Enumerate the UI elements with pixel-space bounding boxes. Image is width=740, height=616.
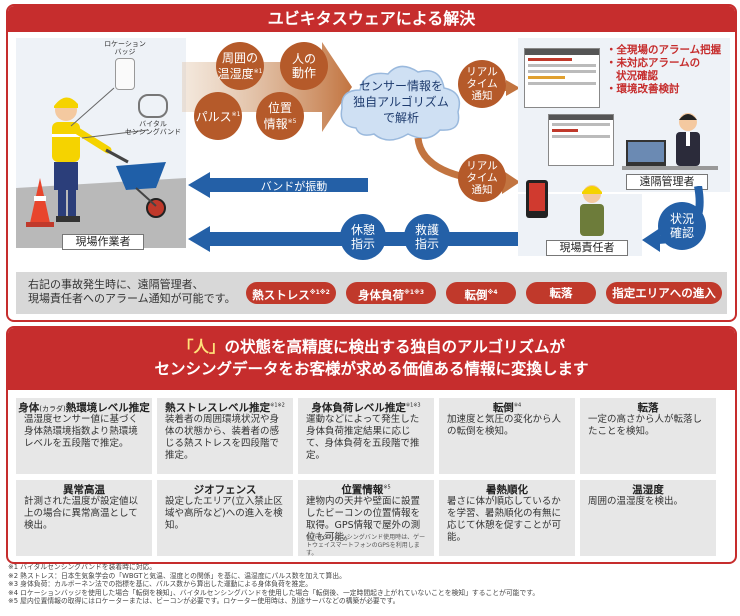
- function-cell-description: 一定の高さから人が転落したことを検知。: [588, 414, 703, 437]
- function-cell-description: 設定したエリア(立入禁止区域や高所など)への進入を検知。: [165, 496, 283, 531]
- function-cell-title: 位置情報※5: [341, 484, 391, 496]
- remote-admin-label: 遠隔管理者: [626, 174, 708, 190]
- smartphone-device: [526, 180, 548, 218]
- analysis-cloud-text: センサー情報を 独自アルゴリズム で解析: [353, 79, 449, 125]
- rest-instruction-circle: 休憩指示: [340, 214, 386, 260]
- pill-fall-down: 転倒※4: [446, 282, 516, 304]
- footnote-4: ※4 ロケーションバッジを使用した場合「転倒を検知」、バイタルセンシングバンドを…: [8, 588, 540, 597]
- location-badge-device: [115, 58, 135, 90]
- field-worker-label: 現場作業者: [62, 234, 144, 250]
- pulse-circle: パルス※1: [194, 92, 242, 140]
- function-cell-description: 温湿度センサー値に基づく身体熱環境指数より熱環境レベルを五段階で推定。: [24, 414, 139, 449]
- function-cell-description: 加速度と気圧の変化から人の転倒を検知。: [447, 414, 562, 437]
- function-cell: ジオフェンス設定したエリア(立入禁止区域や高所など)への進入を検知。: [157, 480, 293, 556]
- vital-band: バイタル センシングバンド: [120, 94, 186, 136]
- location-badge: ロケーション バッジ: [92, 40, 158, 90]
- human-motion-circle: 人の動作: [280, 42, 328, 90]
- site-manager-illustration: [580, 185, 604, 236]
- algorithm-title: 「人」の状態を高精度に検出する独自のアルゴリズムが センシングデータをお客様が求…: [8, 328, 735, 390]
- solution-panel: ユビキタスウェアによる解決: [6, 4, 737, 322]
- function-cell-title: 身体(カラダ)熱環境レベル推定: [18, 402, 150, 414]
- remote-admin-illustration: [622, 113, 718, 170]
- function-cell-description: 計測された温度が設定値以上の場合に異常高温として検出。: [24, 496, 139, 531]
- function-cell: 身体(カラダ)熱環境レベル推定温湿度センサー値に基づく身体熱環境指数より熱環境レ…: [16, 398, 152, 474]
- solution-title: ユビキタスウェアによる解決: [8, 6, 735, 32]
- realtime-notify-admin-circle: リアルタイム通知: [458, 60, 506, 108]
- function-cell: 暑熱順化暑さに体が順応しているかを学習、暑熱順化の有無に応じて休憩を促すことが可…: [439, 480, 575, 556]
- status-check-circle: 状況確認: [658, 202, 706, 250]
- band-vibrate-label: バンドが振動: [260, 180, 328, 193]
- dashboard-screen: [524, 48, 600, 108]
- function-cell: 転落一定の高さから人が転落したことを検知。: [580, 398, 716, 474]
- vital-band-label: バイタル センシングバンド: [124, 120, 182, 136]
- function-cell-description: 装着者の周囲環境状況や身体の状態から、装着者の感じる熱ストレスを四段階で推定。: [165, 414, 280, 461]
- function-cell: 温湿度周囲の温湿度を検出。: [580, 480, 716, 556]
- analysis-cloud: [340, 65, 461, 141]
- pill-body-load: 身体負荷※1※3: [346, 282, 436, 304]
- footnote-3: ※3 身体負荷：カルボーネン法での指標を基に、パルス数から算出した運動による身体…: [8, 580, 313, 588]
- location-badge-label: ロケーション バッジ: [104, 40, 146, 56]
- alarm-banner-note: 右記の事故発生時に、遠隔管理者、 現場責任者へのアラーム通知が可能です。: [28, 278, 236, 305]
- vital-band-device: [138, 94, 168, 118]
- function-cell-title: 転落: [637, 402, 659, 414]
- function-cell-title: 熱ストレスレベル推定※1※2: [165, 402, 285, 414]
- pill-heat-stress: 熱ストレス※1※2: [246, 282, 336, 304]
- function-cell-note: ※バイタルセンシングバンド使用時は、ゲートウェイスマートフォンのGPSを利用しま…: [306, 534, 426, 557]
- ambient-temp-humidity-circle: 周囲の温湿度※1: [216, 42, 264, 90]
- position-info-circle: 位置情報※5: [256, 92, 304, 140]
- function-cell-description: 建物内の天井や壁面に設置したビーコンの位置情報を取得。GPS情報で屋外の測位も可…: [306, 496, 421, 543]
- function-cell-title: 温湿度: [632, 484, 664, 496]
- function-cell-title: 身体負荷レベル推定※1※3: [311, 402, 421, 414]
- remote-admin-scene: ・全現場のアラーム把握 ・未対応アラームの 状況確認 ・環境改善検討 遠隔管理者: [518, 38, 730, 192]
- footnote-5: ※5 屋内位置情報の取得にはロケーターまたは、ビーコンが必要です。ロケーター使用…: [8, 597, 400, 605]
- pill-restricted-area: 指定エリアへの進入: [606, 282, 722, 304]
- worker-scene: ロケーション バッジ バイタル センシングバンド 現場作業者: [16, 38, 186, 250]
- algorithm-panel: 「人」の状態を高精度に検出する独自のアルゴリズムが センシングデータをお客様が求…: [6, 326, 737, 564]
- dashboard-screen-2: [548, 114, 614, 166]
- function-cell: 異常高温計測された温度が設定値以上の場合に異常高温として検出。: [16, 480, 152, 556]
- function-cell-description: 運動などによって発生した身体負荷推定結果に応じて、身体負荷を五段階で推定。: [306, 414, 420, 461]
- function-cell-title: 転倒※4: [492, 402, 522, 414]
- footnote-2: ※2 熱ストレス：日本生気象学会の「WBGTと気温、湿度との関係」を基に、温湿度…: [8, 571, 346, 580]
- realtime-notify-manager-circle: リアルタイム通知: [458, 154, 506, 202]
- function-cell-title: ジオフェンス: [193, 484, 257, 496]
- function-cell-title: 異常高温: [63, 484, 105, 496]
- function-cell-description: 暑さに体が順応しているかを学習、暑熱順化の有無に応じて休憩を促すことが可能。: [447, 496, 562, 543]
- site-manager-label: 現場責任者: [546, 240, 628, 256]
- admin-bullets: ・全現場のアラーム把握 ・未対応アラームの 状況確認 ・環境改善検討: [606, 44, 722, 95]
- footnote-1: ※1 バイタルセンシングバンドを装着時に対応。: [8, 563, 157, 571]
- site-manager-scene: 現場責任者: [518, 180, 642, 256]
- rescue-instruction-circle: 救護指示: [404, 214, 450, 260]
- function-cell-description: 周囲の温湿度を検出。: [588, 496, 684, 507]
- vibrate-arrow: [188, 172, 368, 198]
- pill-fall-from-height: 転落: [526, 282, 596, 304]
- worker-illustration: [16, 87, 186, 248]
- function-cell-title: 暑熱順化: [486, 484, 528, 496]
